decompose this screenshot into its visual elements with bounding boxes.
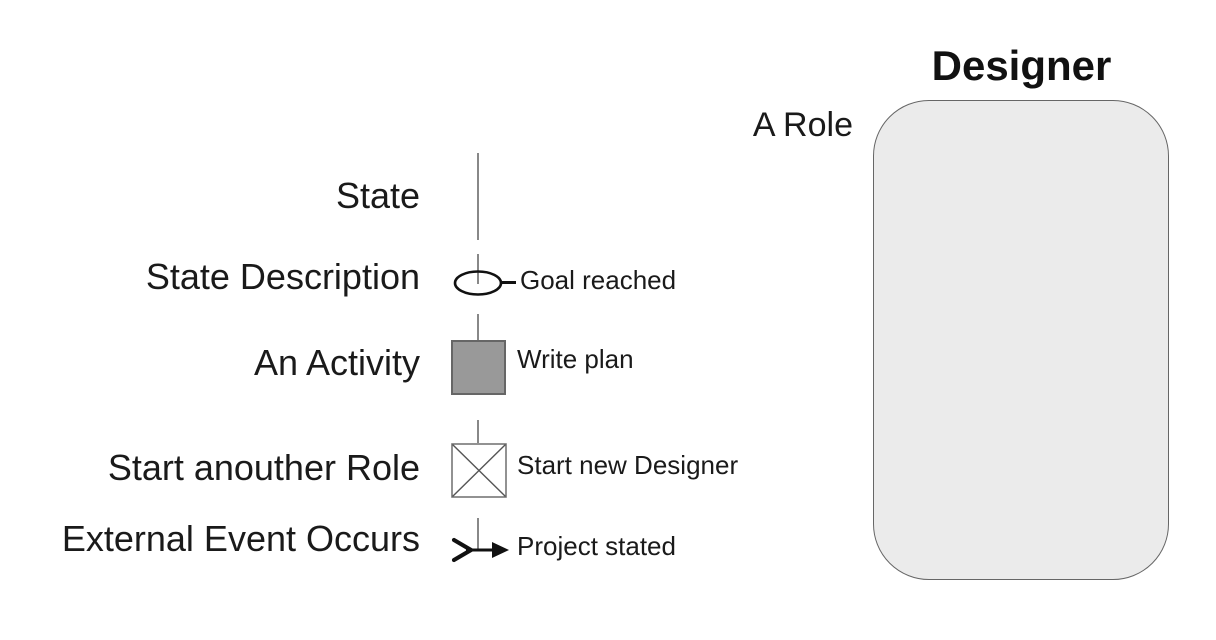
role-box <box>873 100 1169 580</box>
activity-square-icon <box>451 340 506 395</box>
example-project-stated: Project stated <box>517 531 676 561</box>
state-description-connector-line <box>477 254 479 284</box>
start-role-x-box-icon <box>451 443 507 498</box>
legend-label-start-another-role: Start anouther Role <box>107 447 420 488</box>
external-event-connector-line <box>477 518 479 550</box>
legend-label-external-event-occurs: External Event Occurs <box>61 518 420 559</box>
example-goal-reached: Goal reached <box>520 265 677 295</box>
start-role-connector-line <box>477 420 479 443</box>
legend-label-state-description: State Description <box>145 256 420 297</box>
external-event-arrow-icon <box>451 537 509 563</box>
role-title: Designer <box>931 42 1112 89</box>
example-write-plan: Write plan <box>517 344 634 374</box>
role-name-label: A Role <box>752 106 853 144</box>
state-description-ellipse-icon <box>453 270 503 296</box>
legend-label-an-activity: An Activity <box>253 342 420 383</box>
activity-connector-line <box>477 314 479 340</box>
legend-label-state: State <box>335 175 420 216</box>
state-description-tick <box>500 281 516 284</box>
example-start-new-designer: Start new Designer <box>517 450 739 480</box>
state-line-symbol <box>477 153 479 240</box>
